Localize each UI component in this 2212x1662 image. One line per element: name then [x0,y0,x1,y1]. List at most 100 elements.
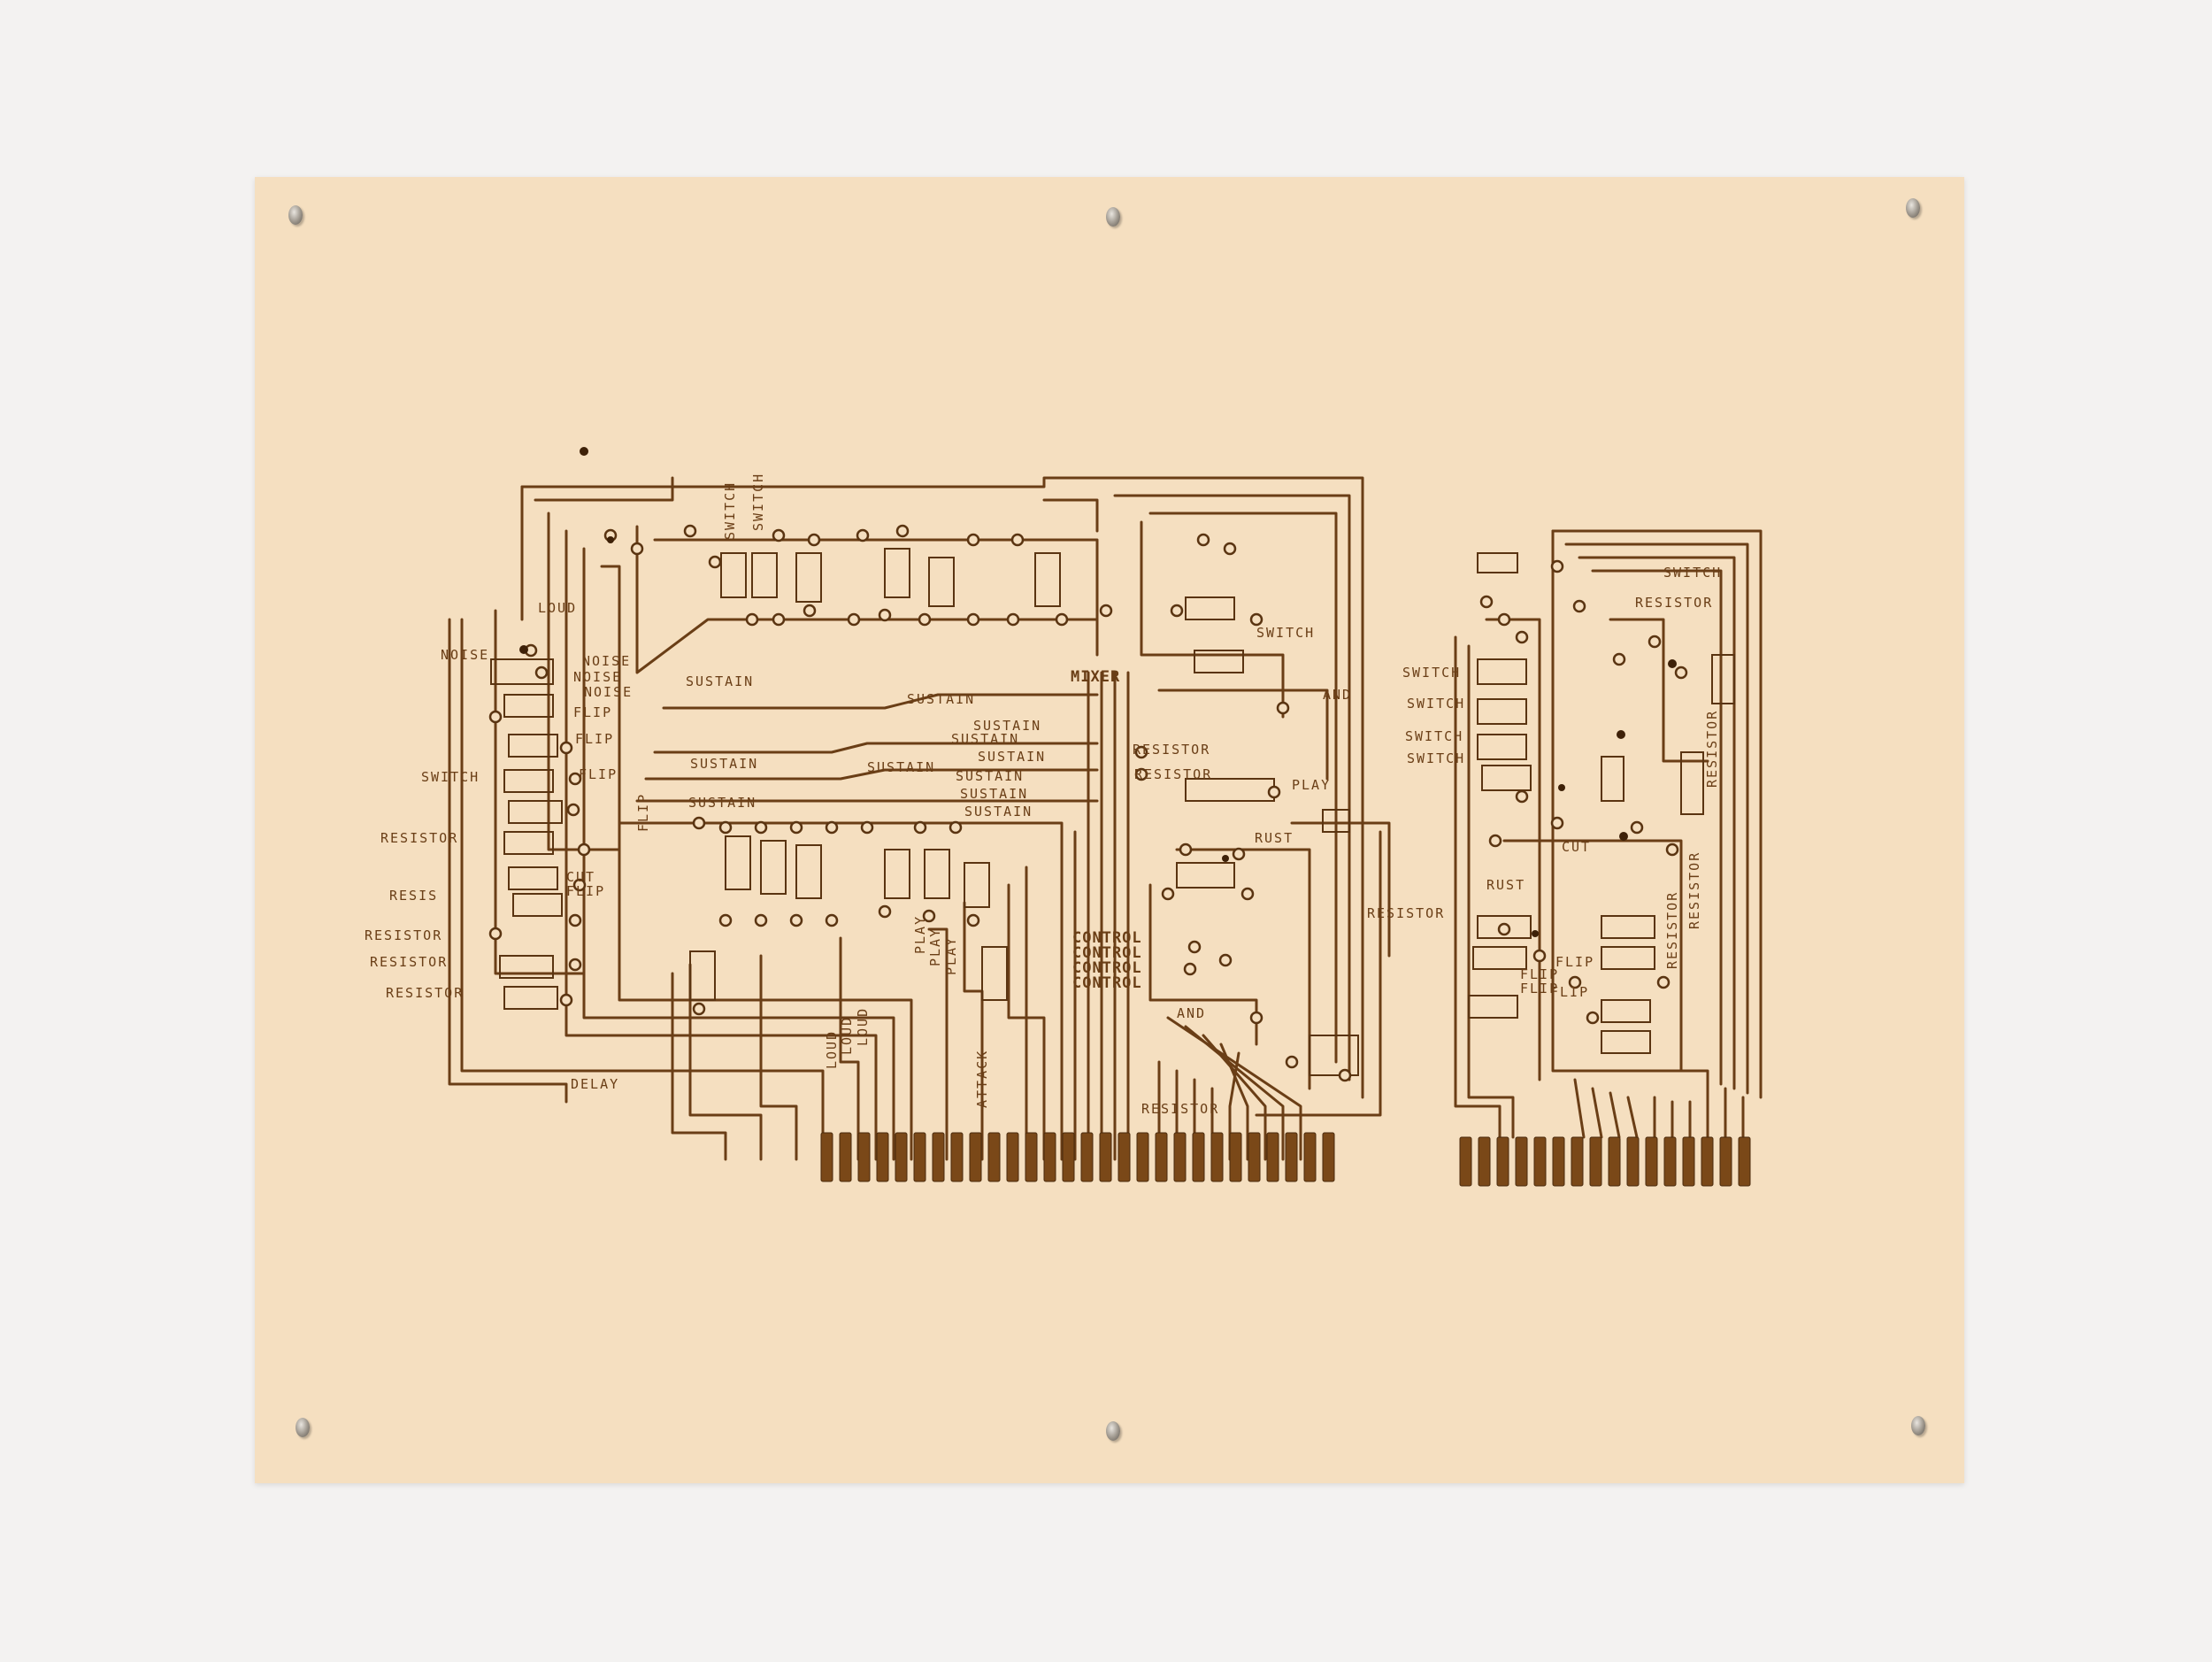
label-and-2: AND [1177,1005,1206,1021]
label-resistor-5: RESISTOR [1133,742,1210,758]
connector-finger-right-16 [1738,1136,1751,1187]
connector-finger-right-2 [1478,1136,1491,1187]
label-play-2: PLAY [912,915,928,954]
label-flip-2: FLIP [575,731,614,747]
pin-top-left [288,205,303,225]
label-switch-mid: SWITCH [1256,625,1315,641]
connector-finger-right-6 [1552,1136,1565,1187]
circuit-components [490,548,1735,1076]
connector-finger-right-4 [1515,1136,1528,1187]
label-sustain-1: SUSTAIN [686,673,754,689]
connector-finger-left-18 [1136,1132,1149,1182]
label-switch-r5: SWITCH [1663,565,1722,581]
connector-finger-left-14 [1062,1132,1075,1182]
label-and-1: AND [1323,687,1352,703]
label-resistor-r4: RESISTOR [1664,891,1680,969]
connector-finger-left-28 [1322,1132,1335,1182]
label-control-2: CONTROL [1072,944,1142,962]
label-sustain-10: SUSTAIN [960,786,1028,802]
label-switch-top-1: SWITCH [722,481,738,540]
pin-bottom-right [1911,1416,1925,1435]
label-play-3: PLAY [927,927,943,966]
label-resistor-6: RESISTOR [1134,766,1212,782]
edge-connectors [820,1132,1751,1187]
connector-finger-left-16 [1099,1132,1112,1182]
connector-finger-left-25 [1266,1132,1279,1182]
connector-finger-left-13 [1043,1132,1056,1182]
label-control-4: CONTROL [1072,974,1142,992]
pin-top-right [1906,198,1920,218]
label-sustain-3: SUSTAIN [973,718,1041,734]
label-sustain-9: SUSTAIN [688,795,757,811]
pin-bottom-left [296,1418,310,1437]
connector-finger-left-8 [950,1132,964,1182]
label-rust-r: RUST [1486,877,1525,893]
connector-finger-right-13 [1682,1136,1695,1187]
label-play-1: PLAY [1292,777,1331,793]
label-resistor-4: RESISTOR [386,985,464,1001]
connector-finger-left-21 [1192,1132,1205,1182]
connector-finger-left-2 [839,1132,852,1182]
connector-finger-right-11 [1645,1136,1658,1187]
label-cut-1: CUT [566,869,595,885]
label-rust: RUST [1255,830,1294,846]
ink-nodes [519,447,1677,937]
label-flip-3: FLIP [579,766,618,782]
label-resistor-7: RESISTOR [1367,905,1445,921]
label-flip-r3: FLIP [1555,954,1594,970]
label-resistor-3: RESISTOR [370,954,448,970]
connector-finger-left-10 [987,1132,1001,1182]
connector-finger-left-5 [895,1132,908,1182]
connector-finger-left-1 [820,1132,833,1182]
label-sustain-11: SUSTAIN [964,804,1033,819]
connector-finger-left-17 [1118,1132,1131,1182]
label-sustain-6: SUSTAIN [867,759,935,775]
connector-finger-left-6 [913,1132,926,1182]
label-flip-4: FLIP [566,883,605,899]
label-sustain-4: SUSTAIN [951,731,1019,747]
connector-finger-left-4 [876,1132,889,1182]
paper-sheet [255,177,1964,1483]
label-attack: ATTACK [974,1050,990,1108]
label-resistor-1: RESISTOR [380,830,458,846]
label-noise-4: NOISE [584,684,633,700]
label-resis: RESIS [389,888,438,904]
label-flip-5: FLIP [635,793,651,832]
connector-finger-right-15 [1719,1136,1732,1187]
circuit-traces [448,476,1763,1161]
label-switch-r1: SWITCH [1402,665,1461,681]
label-play-4: PLAY [943,936,959,975]
connector-finger-left-27 [1303,1132,1317,1182]
label-resistor-r1: RESISTOR [1635,595,1713,611]
connector-finger-left-11 [1006,1132,1019,1182]
pin-top-center [1106,207,1120,227]
label-switch-top-2: SWITCH [750,473,766,531]
label-delay: DELAY [571,1076,619,1092]
label-loud: LOUD [538,600,577,616]
label-resistor-r3: RESISTOR [1686,851,1702,929]
label-noise-2: NOISE [582,653,631,669]
label-loud-4: LOUD [855,1007,871,1046]
label-noise-3: NOISE [573,669,622,685]
label-flip-r1: FLIP [1520,966,1559,982]
connector-finger-right-5 [1533,1136,1547,1187]
label-switch-left: SWITCH [421,769,480,785]
label-sustain-2: SUSTAIN [907,691,975,707]
label-control-3: CONTROL [1072,959,1142,977]
connector-finger-right-10 [1626,1136,1640,1187]
label-loud-3: LOUD [839,1016,855,1055]
pin-bottom-center [1106,1421,1120,1441]
connector-finger-right-12 [1663,1136,1677,1187]
solder-pads [488,524,1688,1082]
label-loud-2: LOUD [824,1030,840,1069]
connector-finger-left-26 [1285,1132,1298,1182]
connector-finger-left-22 [1210,1132,1224,1182]
connector-finger-right-14 [1701,1136,1714,1187]
connector-finger-right-1 [1459,1136,1472,1187]
connector-finger-left-7 [932,1132,945,1182]
connector-finger-left-20 [1173,1132,1187,1182]
connector-finger-left-19 [1155,1132,1168,1182]
connector-finger-right-7 [1571,1136,1584,1187]
label-resistor-r2: RESISTOR [1704,710,1720,788]
connector-finger-left-12 [1025,1132,1038,1182]
